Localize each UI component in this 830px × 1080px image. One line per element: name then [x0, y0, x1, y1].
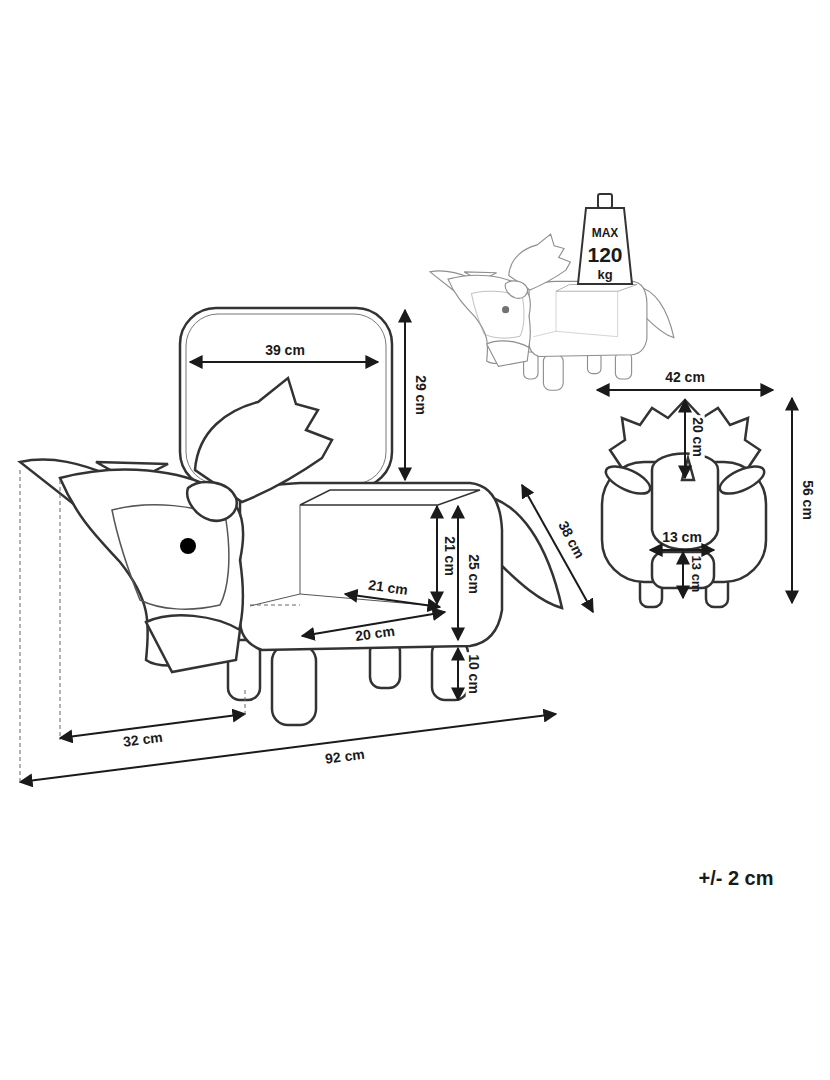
weight-label: 120	[585, 243, 624, 266]
dimension-label: 32 cm	[120, 730, 165, 751]
weight-label: kg	[595, 268, 614, 282]
dimension-label: 42 cm	[663, 370, 707, 385]
weight-label: MAX	[590, 227, 621, 240]
dimension-label: 20 cm	[689, 415, 704, 459]
dimension-lines	[20, 310, 792, 782]
dimension-label: 38 cm	[554, 517, 588, 563]
dimension-label: 56 cm	[799, 478, 814, 522]
dimension-label: 13 cm	[689, 554, 703, 595]
tolerance-note: +/- 2 cm	[696, 867, 775, 889]
dimension-label: 21 cm	[365, 577, 410, 598]
dimension-label: 10 cm	[465, 652, 480, 696]
dimension-label: 39 cm	[263, 343, 307, 358]
dimension-label: 13 cm	[660, 530, 704, 545]
pouf-small-view	[430, 234, 674, 390]
pouf-side-view	[20, 378, 562, 725]
dimension-label: 20 cm	[352, 623, 397, 644]
extension-lines	[20, 470, 300, 785]
pouf-front-view	[602, 400, 768, 607]
dimension-label: 92 cm	[322, 747, 367, 768]
dimension-label: 29 cm	[412, 373, 427, 417]
weight-icon	[578, 194, 632, 284]
dimension-label: 21 cm	[441, 534, 456, 578]
dimension-label: 25 cm	[465, 552, 480, 596]
